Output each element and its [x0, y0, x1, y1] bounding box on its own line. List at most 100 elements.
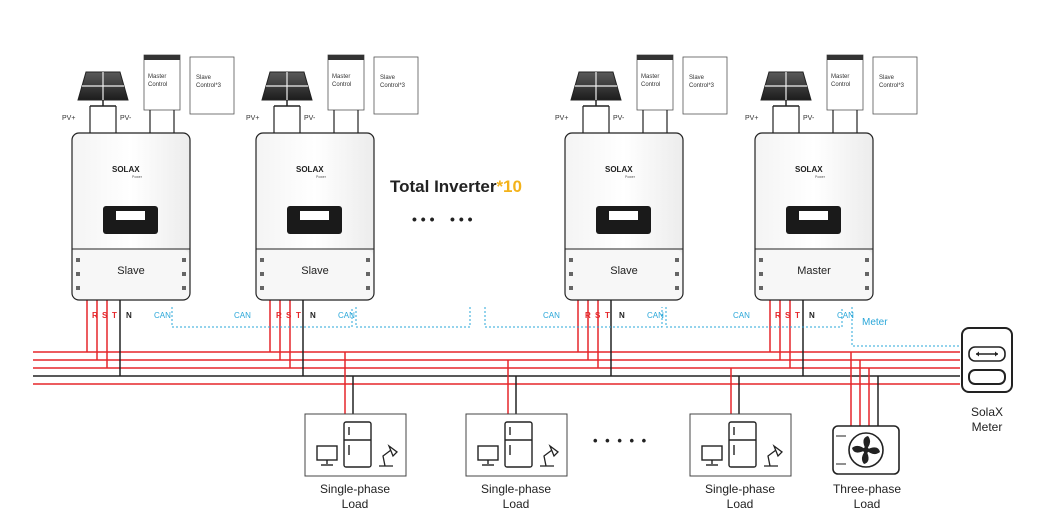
three-phase-load-line1: Three-phase	[833, 482, 901, 496]
meter-link-label: Meter	[862, 317, 888, 328]
svg-text:Control*3: Control*3	[380, 83, 406, 89]
lamp-icon	[764, 444, 783, 467]
diagram-title: Total Inverter*10	[390, 177, 522, 196]
inverter-2-drops	[269, 300, 304, 376]
can-label-right: CAN	[154, 311, 171, 320]
tv-icon	[701, 445, 723, 466]
terminal-label-r: R	[92, 311, 98, 320]
inverter-4-drops	[769, 300, 804, 376]
can-links	[171, 307, 962, 347]
terminal-label-t: T	[795, 311, 800, 320]
svg-text:Master: Master	[148, 74, 166, 80]
brand-logo: SOLAX	[795, 165, 823, 174]
terminal-label-s: S	[595, 311, 601, 320]
pv-minus-label: PV-	[803, 115, 815, 122]
pv-plus-label: PV+	[62, 115, 75, 122]
can-label-right: CAN	[338, 311, 355, 320]
can-label-left: CAN	[733, 311, 750, 320]
svg-text:Power: Power	[132, 175, 143, 179]
terminal-label-t: T	[112, 311, 117, 320]
brand-logo: SOLAX	[296, 165, 324, 174]
inverter-2: PV+PV-MasterControlSlaveControl*3SOLAXPo…	[234, 54, 419, 320]
terminal-label-r: R	[775, 311, 781, 320]
load-drops	[344, 352, 879, 426]
pv-panel-icon	[77, 71, 129, 107]
inverter-role-label: Slave	[117, 265, 145, 277]
pv-minus-label: PV-	[613, 115, 625, 122]
fridge-icon	[343, 421, 372, 468]
pv-plus-label: PV+	[246, 115, 259, 122]
svg-text:Control*3: Control*3	[196, 83, 222, 89]
pv-panel-icon	[261, 71, 313, 107]
can-label-right: CAN	[647, 311, 664, 320]
load-label-line1: Single-phase	[320, 482, 390, 496]
tv-icon	[477, 445, 499, 466]
inverter-count: *10	[496, 177, 522, 196]
terminal-label-s: S	[102, 311, 108, 320]
tv-icon	[316, 445, 338, 466]
inverter-role-label: Master	[797, 265, 831, 277]
inverter-1-drops	[86, 300, 121, 376]
svg-text:Master: Master	[831, 74, 849, 80]
svg-text:Control: Control	[831, 82, 850, 88]
terminal-label-t: T	[296, 311, 301, 320]
meter-label-line2: Meter	[972, 420, 1003, 434]
inverter-3-drops	[577, 300, 612, 376]
svg-text:Control: Control	[332, 82, 351, 88]
pv-minus-label: PV-	[120, 115, 132, 122]
terminal-label-r: R	[585, 311, 591, 320]
lamp-icon	[379, 444, 398, 467]
load-label-line1: Single-phase	[705, 482, 775, 496]
svg-text:Control: Control	[148, 82, 167, 88]
svg-text:Slave: Slave	[196, 75, 212, 81]
brand-logo: SOLAX	[112, 165, 140, 174]
svg-text:Master: Master	[332, 74, 350, 80]
svg-text:Slave: Slave	[380, 75, 396, 81]
svg-text:Control*3: Control*3	[879, 83, 905, 89]
svg-text:Power: Power	[815, 175, 826, 179]
terminal-label-n: N	[126, 311, 132, 320]
can-label-right: CAN	[837, 311, 854, 320]
meter-label-line1: SolaX	[971, 405, 1003, 419]
can-label-left: CAN	[234, 311, 251, 320]
brand-logo: SOLAX	[605, 165, 633, 174]
load-label-line1: Single-phase	[481, 482, 551, 496]
three-phase-load-line2: Load	[854, 497, 881, 511]
solax-meter: SolaX Meter	[961, 327, 1013, 434]
inverter-role-label: Slave	[610, 265, 638, 277]
terminal-label-n: N	[310, 311, 316, 320]
pv-plus-label: PV+	[555, 115, 568, 122]
svg-text:Control*3: Control*3	[689, 83, 715, 89]
inverter-role-label: Slave	[301, 265, 329, 277]
terminal-label-n: N	[619, 311, 625, 320]
terminal-label-n: N	[809, 311, 815, 320]
svg-text:Control: Control	[641, 82, 660, 88]
inverter-4: PV+PV-MasterControlSlaveControl*3SOLAXPo…	[733, 54, 918, 320]
svg-text:Slave: Slave	[879, 75, 895, 81]
svg-text:Slave: Slave	[689, 75, 705, 81]
three-phase-load: Three-phase Load	[832, 425, 901, 511]
pv-plus-label: PV+	[745, 115, 758, 122]
ac-bus	[33, 351, 960, 385]
pv-panel-icon	[570, 71, 622, 107]
load-ellipsis: • • • • •	[593, 433, 648, 448]
svg-text:Power: Power	[316, 175, 327, 179]
inverter-1: PV+PV-MasterControlSlaveControl*3SOLAXPo…	[62, 54, 235, 320]
terminal-label-s: S	[286, 311, 292, 320]
svg-text:Master: Master	[641, 74, 659, 80]
